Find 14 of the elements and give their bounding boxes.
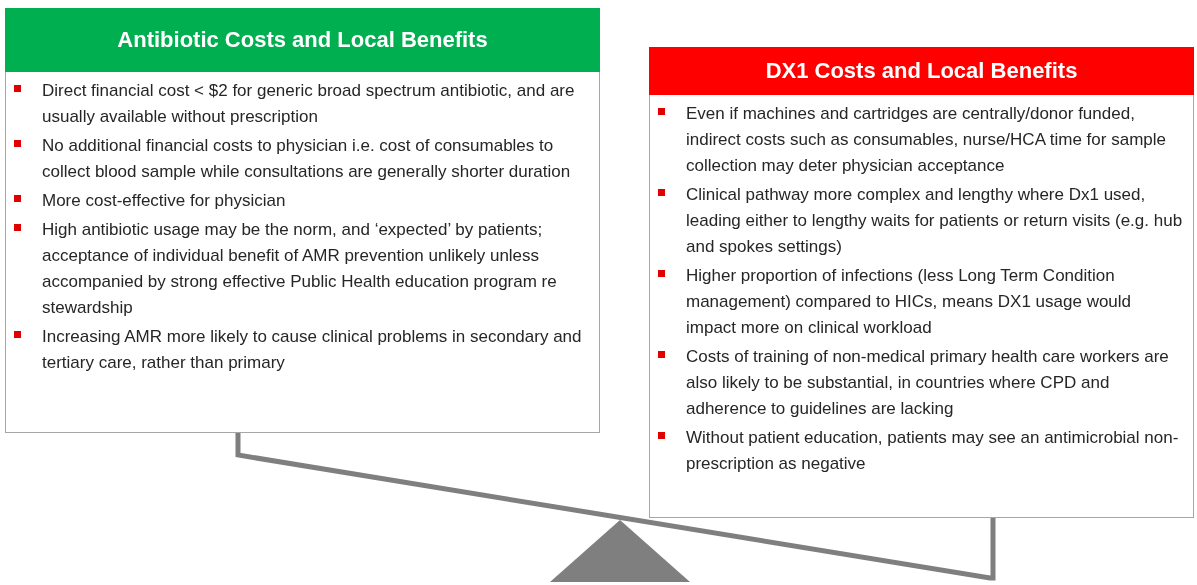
bullet-text: Clinical pathway more complex and lengthy where Dx1 used, leading either to lengthy waits for patients or return visits (e.g. hub and spokes settings) (686, 184, 1184, 258)
bullet-text: Costs of training of non-medical primary health care workers are also likely to be substantial, in countries where CPD and adherence to guidelines are lacking (686, 346, 1170, 420)
bullet-text: Direct financial cost < $2 for generic broad spectrum antibiotic, and are usually available without prescription (42, 80, 576, 128)
panel-heading: DX1 Costs and Local Benefits (649, 47, 1194, 95)
text-panel (649, 47, 1194, 518)
bullet-text: No additional financial costs to physician i.e. cost of consumables to collect blood sample while consultations are generally shorter duration (42, 135, 572, 183)
bullet-text: More cost-effective for physician (42, 190, 287, 212)
text-panel (5, 8, 600, 433)
bullet-text: Higher proportion of infections (less Long Term Condition management) compared to HICs, means DX1 usage would impact more on clinical workload (686, 265, 1133, 339)
bullet-text: Increasing AMR more likely to cause clinical problems in secondary and tertiary care, rather than primary (42, 326, 583, 374)
bullet-text: High antibiotic usage may be the norm, and ‘expected’ by patients; acceptance of individual benefit of AMR prevention unlikely unless accompanied by strong effective Public Health education program re stewardship (42, 219, 558, 319)
panel-heading: Antibiotic Costs and Local Benefits (5, 8, 600, 72)
bullet-text: Without patient education, patients may see an antimicrobial non-prescription as negative (686, 427, 1180, 475)
bullet-text: Even if machines and cartridges are centrally/donor funded, indirect costs such as consumables, nurse/HCA time for sample collection may deter physician acceptance (686, 103, 1167, 177)
